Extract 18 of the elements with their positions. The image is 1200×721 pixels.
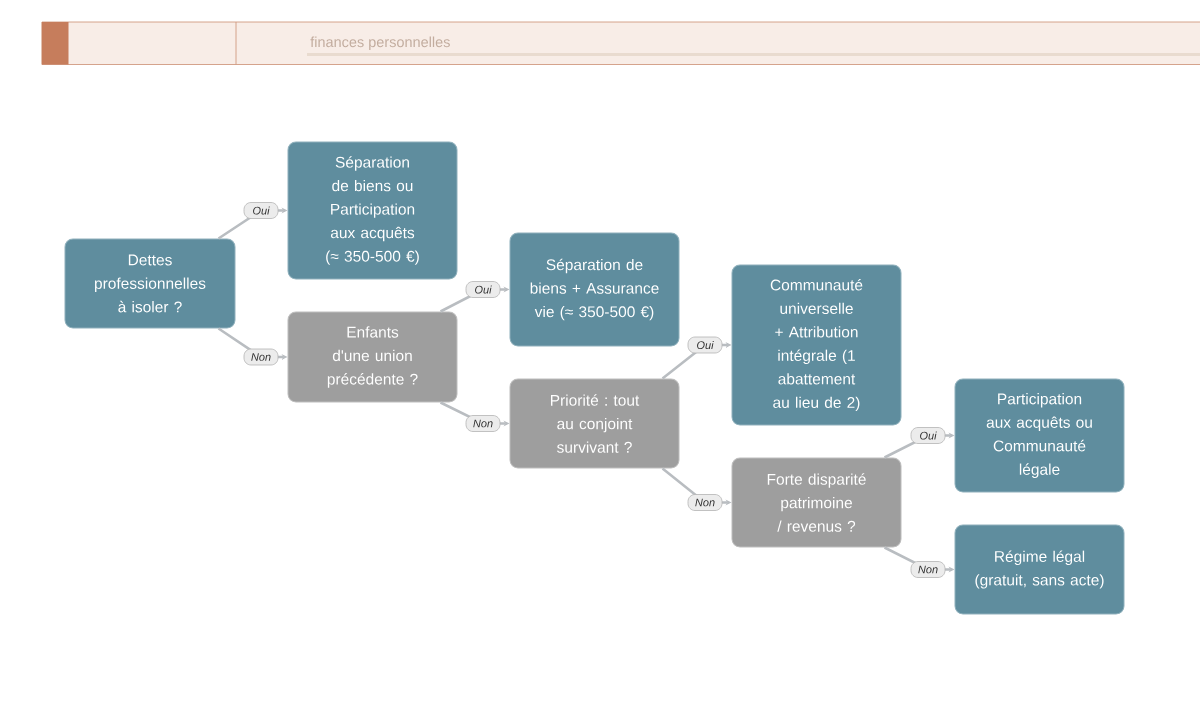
edge-label: Non — [243, 348, 279, 366]
outcome-box: Communauté universelle + Attribution intégrale (1 abattement au lieu de 2) — [731, 264, 902, 426]
question-box: Enfants d'une union précédente ? — [287, 311, 458, 403]
tagline: finances personnelles — [310, 36, 450, 50]
question-box: Dettes professionnelles à isoler ? — [64, 238, 236, 329]
edge-label: Oui — [910, 427, 946, 444]
edge-label: Oui — [687, 336, 723, 354]
outcome-box: Participation aux acquêts ou Communauté légale — [954, 378, 1125, 493]
edge-label: Non — [687, 494, 723, 511]
edge-label: Oui — [243, 202, 279, 219]
outcome-box: Séparation de biens ou Participation aux acquêts (≈ 350-500 €) — [287, 141, 458, 280]
outcome-box: Séparation de biens + Assurance vie (≈ 350-500 €) — [509, 232, 680, 347]
outcome-box: Régime légal (gratuit, sans acte) — [954, 524, 1125, 615]
edge-label: Oui — [465, 281, 501, 298]
edge-label: Non — [465, 415, 501, 432]
edge-label: Non — [910, 561, 946, 578]
question-box: Forte disparité patrimoine / revenus ? — [731, 457, 902, 548]
question-box: Priorité : tout au conjoint survivant ? — [509, 378, 680, 469]
